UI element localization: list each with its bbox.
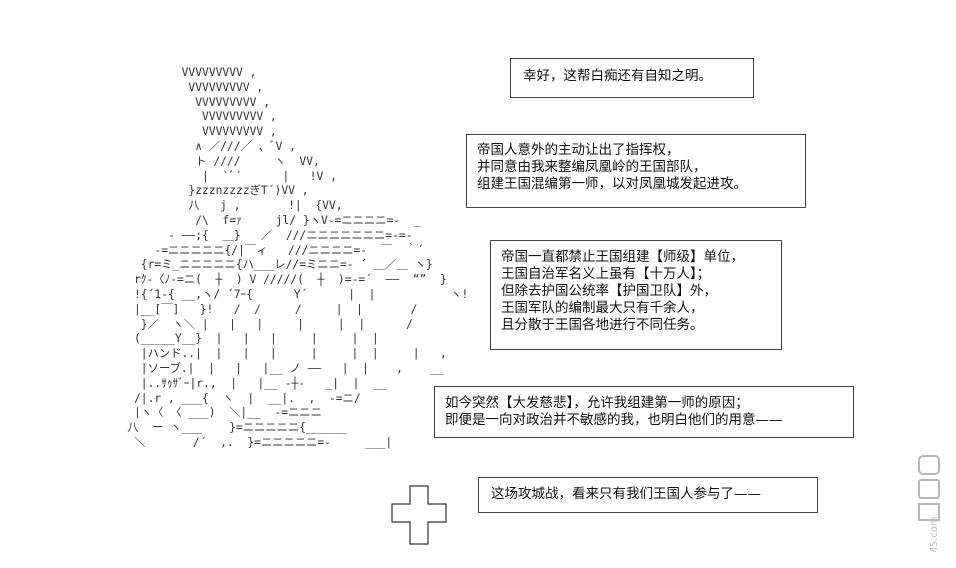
dialog-line: 帝国人意外的主动让出了指挥权， xyxy=(477,142,680,158)
dialog-box-1: 幸好，这帮白痴还有自知之明。 xyxy=(510,58,754,98)
dm5-watermark-icon: DM5.com xyxy=(916,452,942,564)
dialog-line: 且分散于王国各地进行不同任务。 xyxy=(501,317,704,333)
dialog-line: 这场攻城战，看来只有我们王国人参与了—— xyxy=(491,486,761,502)
watermark-text: DM5.com xyxy=(929,516,940,552)
dialog-line: 组建王国混编第一师，以对凤凰城发起进攻。 xyxy=(477,176,747,192)
dialog-line: 并同意由我来整编凤凰岭的王国部队， xyxy=(477,159,707,175)
ascii-art-character: VVVVVVVVV , VVVVVVVVV , VVVVVVVVV , VVVV… xyxy=(127,66,469,449)
dialog-line: 但除去护国公统率【护国卫队】外， xyxy=(501,283,717,299)
dialog-line: 王国军队的编制最大只有千余人， xyxy=(501,300,704,316)
dialog-line: 即便是一向对政治并不敏感的我，也明白他们的用意—— xyxy=(445,412,783,428)
dialog-line: 幸好，这帮白痴还有自知之明。 xyxy=(523,68,712,84)
dialog-box-3: 帝国一直都禁止王国组建【师级】单位， 王国自治军名义上虽有【十万人】； 但除去护… xyxy=(490,240,782,350)
dialog-line: 帝国一直都禁止王国组建【师级】单位， xyxy=(501,249,744,265)
dialog-line: 王国自治军名义上虽有【十万人】； xyxy=(501,266,711,282)
dialog-box-5: 这场攻城战，看来只有我们王国人参与了—— xyxy=(478,477,818,513)
dialog-box-2: 帝国人意外的主动让出了指挥权， 并同意由我来整编凤凰岭的王国部队， 组建王国混编… xyxy=(466,134,806,208)
dialog-line: 如今突然【大发慈悲】，允许我组建第一师的原因； xyxy=(445,395,749,411)
cross-symbol xyxy=(391,485,447,545)
dialog-box-4: 如今突然【大发慈悲】，允许我组建第一师的原因； 即便是一向对政治并不敏感的我，也… xyxy=(434,386,854,438)
